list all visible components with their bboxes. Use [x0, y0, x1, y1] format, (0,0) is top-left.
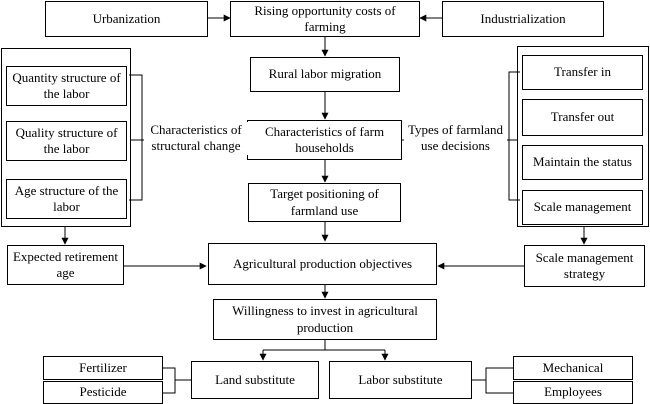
industrialization-box: Industrialization — [442, 1, 604, 37]
fertilizer-box: Fertilizer — [43, 356, 163, 380]
pesticide-box: Pesticide — [43, 381, 163, 404]
willingness-invest-box: Willingness to invest in agricultural pr… — [213, 299, 437, 340]
farmland-decision-frame — [517, 46, 649, 227]
target-positioning-box: Target positioning of farmland use — [248, 183, 401, 222]
labor-structure-frame — [1, 48, 131, 227]
bracket-land-inputs — [163, 367, 176, 394]
labor-substitute-box: Labor substitute — [329, 361, 472, 399]
urbanization-box: Urbanization — [45, 1, 208, 37]
quantity-structure-box: Quantity structure of the labor — [6, 66, 127, 106]
employees-box: Employees — [513, 381, 633, 404]
scale-management-box: Scale management — [522, 190, 643, 225]
bracket-left-inner — [129, 74, 143, 201]
production-objectives-box: Agricultural production objectives — [208, 243, 437, 285]
maintain-status-box: Maintain the status — [522, 145, 643, 180]
quality-structure-box: Quality structure of the labor — [6, 121, 127, 161]
transfer-out-box: Transfer out — [522, 99, 643, 136]
structural-change-label: Characteristics of structural change — [144, 122, 248, 155]
rural-migration-box: Rural labor migration — [250, 57, 400, 92]
expected-retirement-box: Expected retirement age — [7, 245, 124, 285]
farmland-decisions-label: Types of farmland use decisions — [404, 122, 507, 155]
farm-characteristics-box: Characteristics of farm households — [247, 120, 402, 160]
scale-strategy-box: Scale management strategy — [524, 245, 645, 287]
bracket-labor-inputs — [485, 367, 513, 394]
land-substitute-box: Land substitute — [191, 361, 319, 399]
mechanical-box: Mechanical — [513, 356, 633, 380]
age-structure-box: Age structure of the labor — [6, 179, 127, 219]
transfer-in-box: Transfer in — [522, 55, 643, 90]
rising-costs-box: Rising opportunity costs of farming — [230, 1, 420, 37]
bracket-right-inner — [508, 71, 520, 201]
